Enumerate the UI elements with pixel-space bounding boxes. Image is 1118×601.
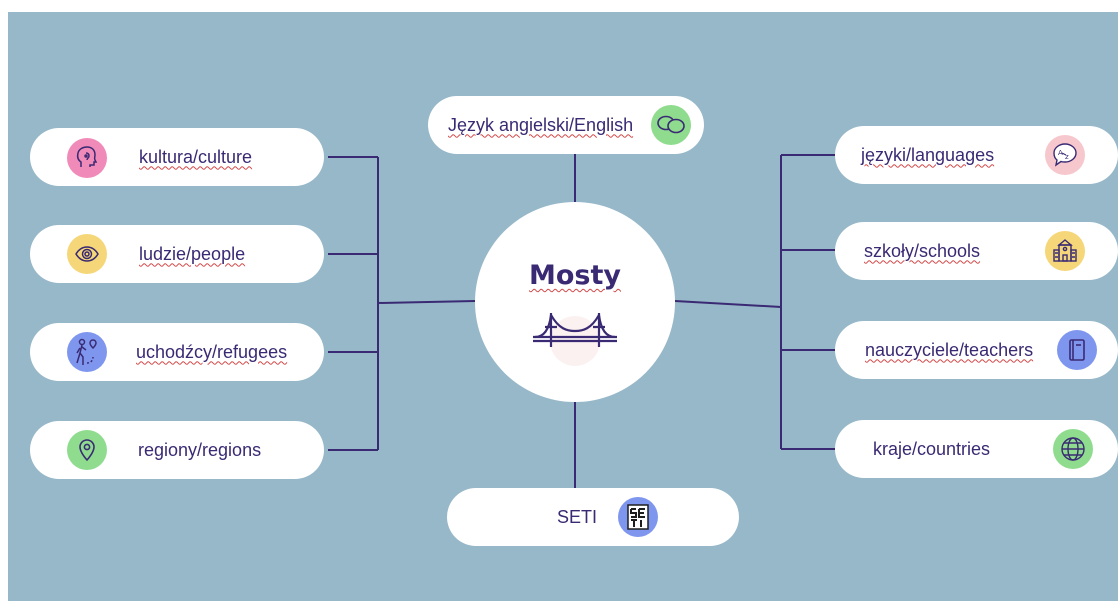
node-label: regiony/regions: [138, 439, 262, 460]
node-english[interactable]: Język angielski/English: [428, 96, 704, 154]
walking-person-icon: [67, 332, 107, 372]
bridge-icon: [533, 313, 617, 366]
school-building-icon: [1045, 231, 1085, 271]
node-label: Język angielski/English: [448, 114, 634, 135]
node-label: szkoły/schools: [864, 240, 981, 261]
seti-logo-icon: [618, 497, 658, 537]
node-label: kultura/culture: [139, 146, 253, 167]
book-icon: [1057, 330, 1097, 370]
node-teachers[interactable]: nauczyciele/teachers: [835, 321, 1118, 379]
node-people[interactable]: ludzie/people: [30, 225, 324, 283]
head-ear-icon: [67, 138, 107, 178]
eye-icon: [67, 234, 107, 274]
node-label: ludzie/people: [139, 243, 246, 264]
svg-text:A: A: [1058, 149, 1063, 157]
globe-icon: [1053, 429, 1093, 469]
node-schools[interactable]: szkoły/schools: [835, 222, 1118, 280]
svg-text:z: z: [1065, 153, 1069, 161]
node-label: uchodźcy/refugees: [136, 341, 288, 362]
node-regions[interactable]: regiony/regions: [30, 421, 324, 479]
location-pin-icon: [67, 430, 107, 470]
node-label: SETI: [557, 506, 598, 527]
node-refugees[interactable]: uchodźcy/refugees: [30, 323, 324, 381]
center-hub[interactable]: Mosty: [475, 202, 675, 402]
node-seti[interactable]: SETI: [447, 488, 739, 546]
node-countries[interactable]: kraje/countries: [835, 420, 1118, 478]
node-culture[interactable]: kultura/culture: [30, 128, 324, 186]
node-label: kraje/countries: [873, 438, 991, 459]
node-label: języki/languages: [861, 144, 995, 165]
node-label: nauczyciele/teachers: [865, 339, 1034, 360]
connector-lines: [328, 152, 835, 488]
hub-title: Mosty: [529, 260, 621, 291]
mind-map-canvas: Język angielski/English SETI kultura/cul…: [8, 12, 1118, 601]
speech-bubbles-icon: [651, 105, 691, 145]
